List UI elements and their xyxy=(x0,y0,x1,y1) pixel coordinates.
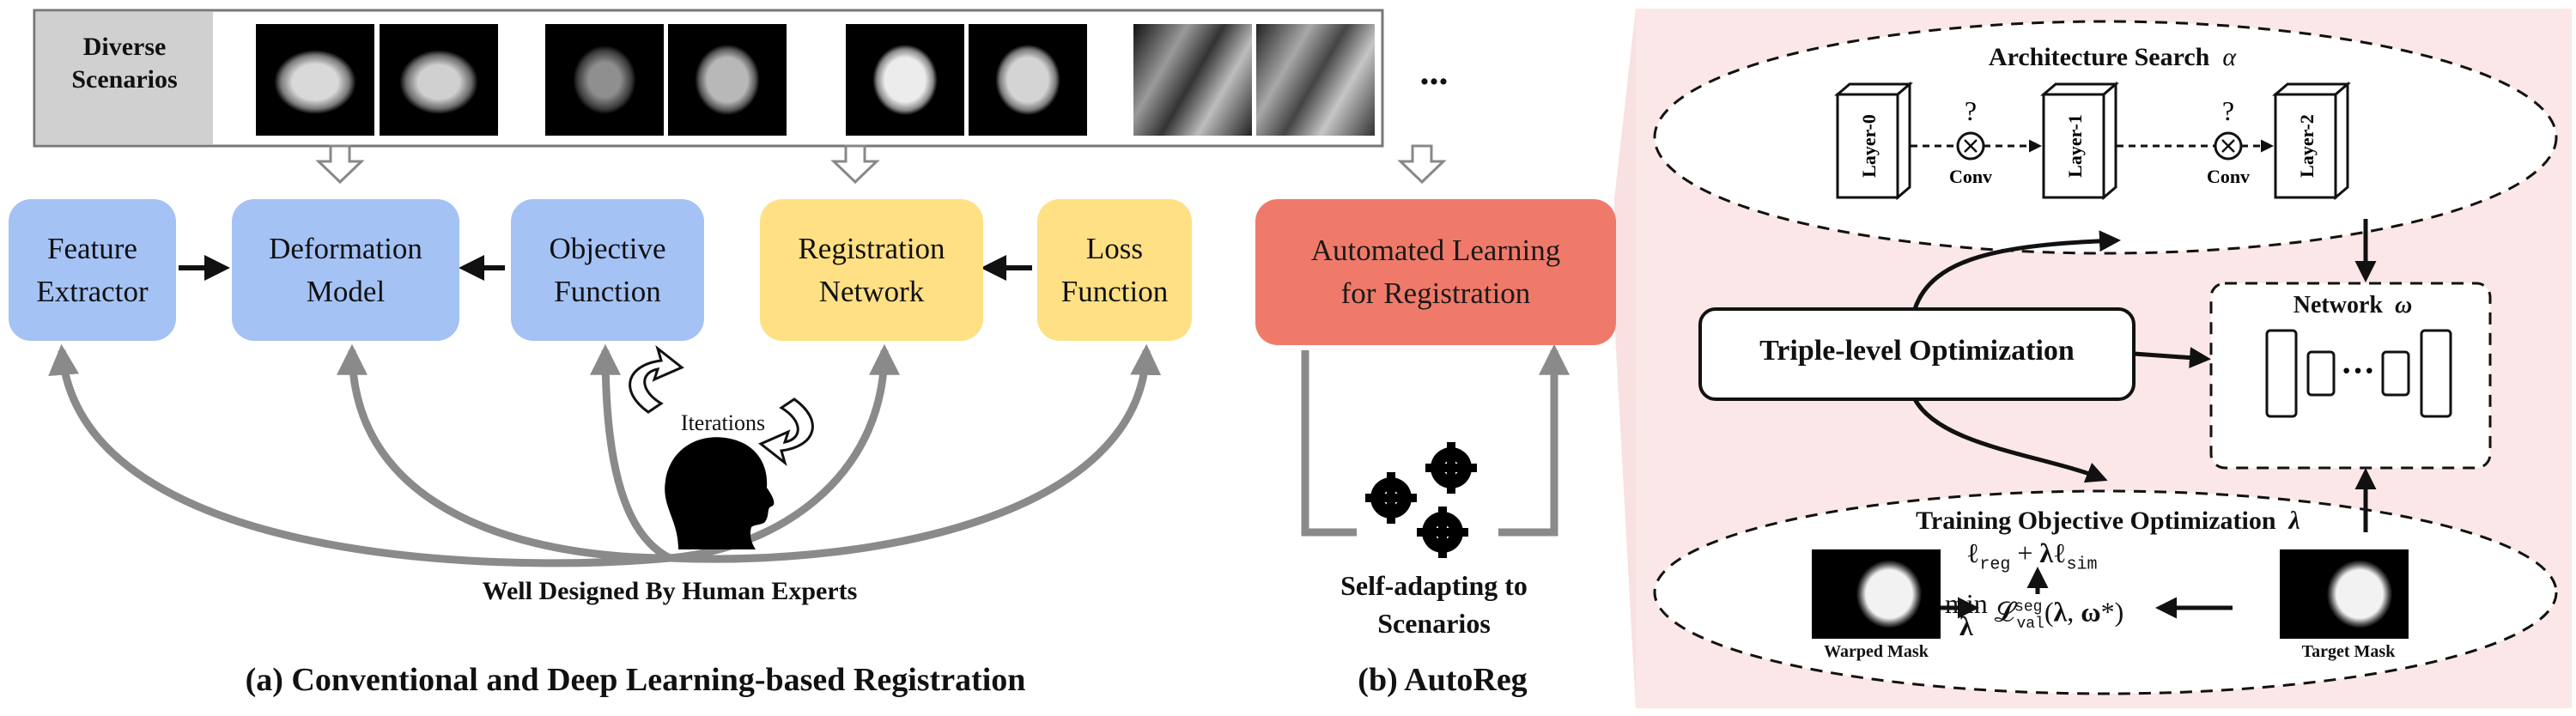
layer-0-label: Layer-0 xyxy=(1858,114,1880,178)
caption-a: (a) Conventional and Deep Learning-based… xyxy=(245,662,1026,698)
iterations-label: Iterations xyxy=(680,410,766,435)
target-mask-label: Target Mask xyxy=(2301,642,2396,661)
layer-2-label: Layer-2 xyxy=(2296,114,2318,178)
triple-level-label: Triple-level Optimization xyxy=(1759,335,2075,367)
human-head-icon xyxy=(665,437,775,549)
scenario-label-bg xyxy=(36,12,213,144)
warped-mask-label: Warped Mask xyxy=(1824,642,1929,661)
training-obj-title: Training Objective Optimization λ xyxy=(1916,507,2300,535)
detail-arrows xyxy=(1912,219,2377,619)
scan-thumbnail-4 xyxy=(668,24,787,136)
gears-icon xyxy=(1365,442,1477,558)
scan-thumbnail-1 xyxy=(256,24,374,136)
scan-thumbnail-5 xyxy=(846,24,964,136)
scan-thumbnail-6 xyxy=(969,24,1087,136)
scan-thumbnail-7 xyxy=(1133,24,1252,136)
objective-function-box: Objective Function xyxy=(511,199,704,341)
caption-b: (b) AutoReg xyxy=(1358,662,1528,698)
autoreg-loop xyxy=(1301,343,1570,537)
network-layers xyxy=(2265,329,2452,418)
loss-function-box: Loss Function xyxy=(1037,199,1192,341)
scan-thumbnail-2 xyxy=(380,24,498,136)
layer-blocks xyxy=(1833,81,2352,201)
loss-formula: ℓreg + λℓsim xyxy=(1966,537,2098,575)
feature-extractor-box: Feature Extractor xyxy=(9,199,176,341)
conv-x-marks xyxy=(1964,139,2235,153)
scan-thumbnail-8 xyxy=(1256,24,1375,136)
iteration-arrows xyxy=(629,344,814,467)
zoom-wedge xyxy=(1614,9,1636,708)
network-dots: ··· xyxy=(2341,351,2375,390)
arch-search-title: Architecture Search α xyxy=(1988,43,2237,71)
registration-network-box: Registration Network xyxy=(760,199,983,341)
network-title: Network ω xyxy=(2293,292,2413,319)
hollow-arrows xyxy=(315,144,1447,185)
automated-learning-box: Automated Learning for Registration xyxy=(1255,199,1616,345)
training-obj-ellipse xyxy=(1653,489,2558,695)
layer-1-label: Layer-1 xyxy=(2064,114,2086,178)
scan-thumbnail-3 xyxy=(545,24,664,136)
question-mark-1: ? xyxy=(1965,95,1977,126)
question-mark-2: ? xyxy=(2222,95,2234,126)
scenario-more: ... xyxy=(1419,51,1449,93)
experts-label: Well Designed By Human Experts xyxy=(482,577,858,605)
conv-label-2: Conv xyxy=(2207,166,2250,187)
expert-curves xyxy=(48,343,1162,567)
warped-mask-image xyxy=(1812,549,1941,639)
target-mask-image xyxy=(2280,549,2409,639)
conv-label-1: Conv xyxy=(1949,166,1992,187)
deformation-model-box: Deformation Model xyxy=(232,199,459,341)
